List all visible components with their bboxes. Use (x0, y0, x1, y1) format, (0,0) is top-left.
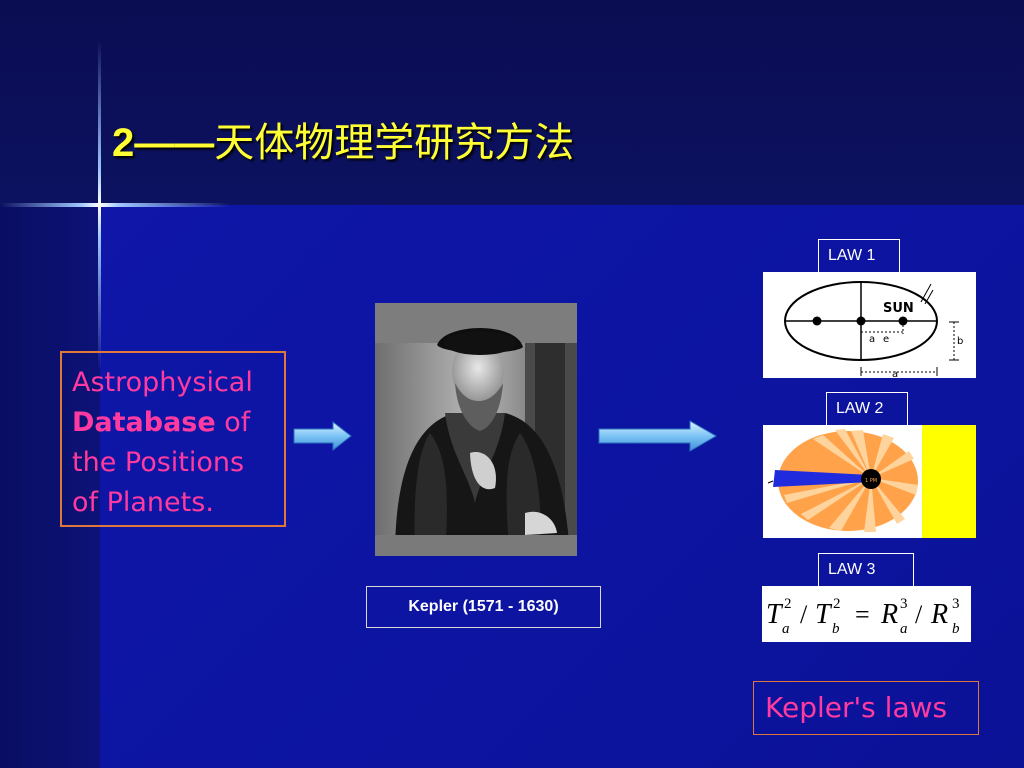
b-label: b (957, 336, 963, 347)
formula-slash-2: / (915, 600, 923, 629)
formula-r-b: R (930, 599, 948, 630)
formula-t-a: T (766, 599, 784, 630)
title-band (0, 0, 1024, 205)
arrow-right-icon (293, 420, 352, 452)
light-flare-vertical (98, 40, 101, 370)
law-1-ellipse-diagram: SUN a e b a (763, 272, 976, 378)
arrow-right-icon (598, 420, 718, 452)
law-2-label: LAW 2 (826, 392, 908, 426)
formula-exp-3-b: 3 (952, 596, 960, 612)
formula-exp-3-a: 3 (900, 596, 908, 612)
formula-equals: = (855, 600, 870, 629)
database-line-1: Astrophysical (72, 367, 253, 398)
kepler-portrait-drawing (375, 303, 577, 556)
database-line-3: the Positions (72, 447, 245, 478)
kepler-caption: Kepler (1571 - 1630) (366, 586, 601, 628)
formula-exp-2-b: 2 (833, 596, 841, 612)
center-label: 1 PM (865, 478, 877, 484)
e-label: e (883, 334, 889, 345)
law-2-area-diagram: 1 PM (763, 425, 976, 538)
database-line-4: of Planets. (72, 487, 214, 518)
formula-r-a: R (880, 599, 898, 630)
formula-slash-1: / (800, 600, 808, 629)
formula-t-b: T (815, 599, 833, 630)
keplers-laws-box: Kepler's laws (753, 681, 979, 735)
formula-sub-a-2: a (900, 621, 908, 637)
light-flare-horizontal (0, 203, 230, 207)
ellipse-orbit-drawing: SUN a e b a (784, 281, 963, 378)
kepler-third-law-formula: T 2 a / T 2 b = R 3 a / R 3 b (766, 596, 960, 637)
formula-sub-b: b (832, 621, 840, 637)
title-number: 2—— (112, 121, 215, 165)
title-text: 天体物理学研究方法 (214, 120, 575, 166)
law-3-label: LAW 3 (818, 553, 914, 587)
equal-area-drawing: 1 PM (767, 425, 976, 538)
database-bold-word: Database (72, 407, 216, 438)
formula-exp-2-a: 2 (784, 596, 792, 612)
database-of: of (215, 407, 251, 438)
astrophysical-database-box: Astrophysical Database of the Positions … (60, 351, 286, 527)
formula-sub-a: a (782, 621, 790, 637)
law-3-formula: T 2 a / T 2 b = R 3 a / R 3 b (762, 586, 971, 642)
formula-sub-b-2: b (952, 621, 960, 637)
left-strip (0, 205, 100, 768)
database-line-2: Database of (72, 403, 284, 443)
sun-label: SUN (883, 301, 914, 316)
kepler-portrait (375, 303, 577, 556)
law-1-label: LAW 1 (818, 239, 900, 273)
a-label: a (869, 334, 875, 345)
axis-a-label: a (892, 369, 898, 378)
slide-title: 2——天体物理学研究方法 (112, 110, 574, 168)
